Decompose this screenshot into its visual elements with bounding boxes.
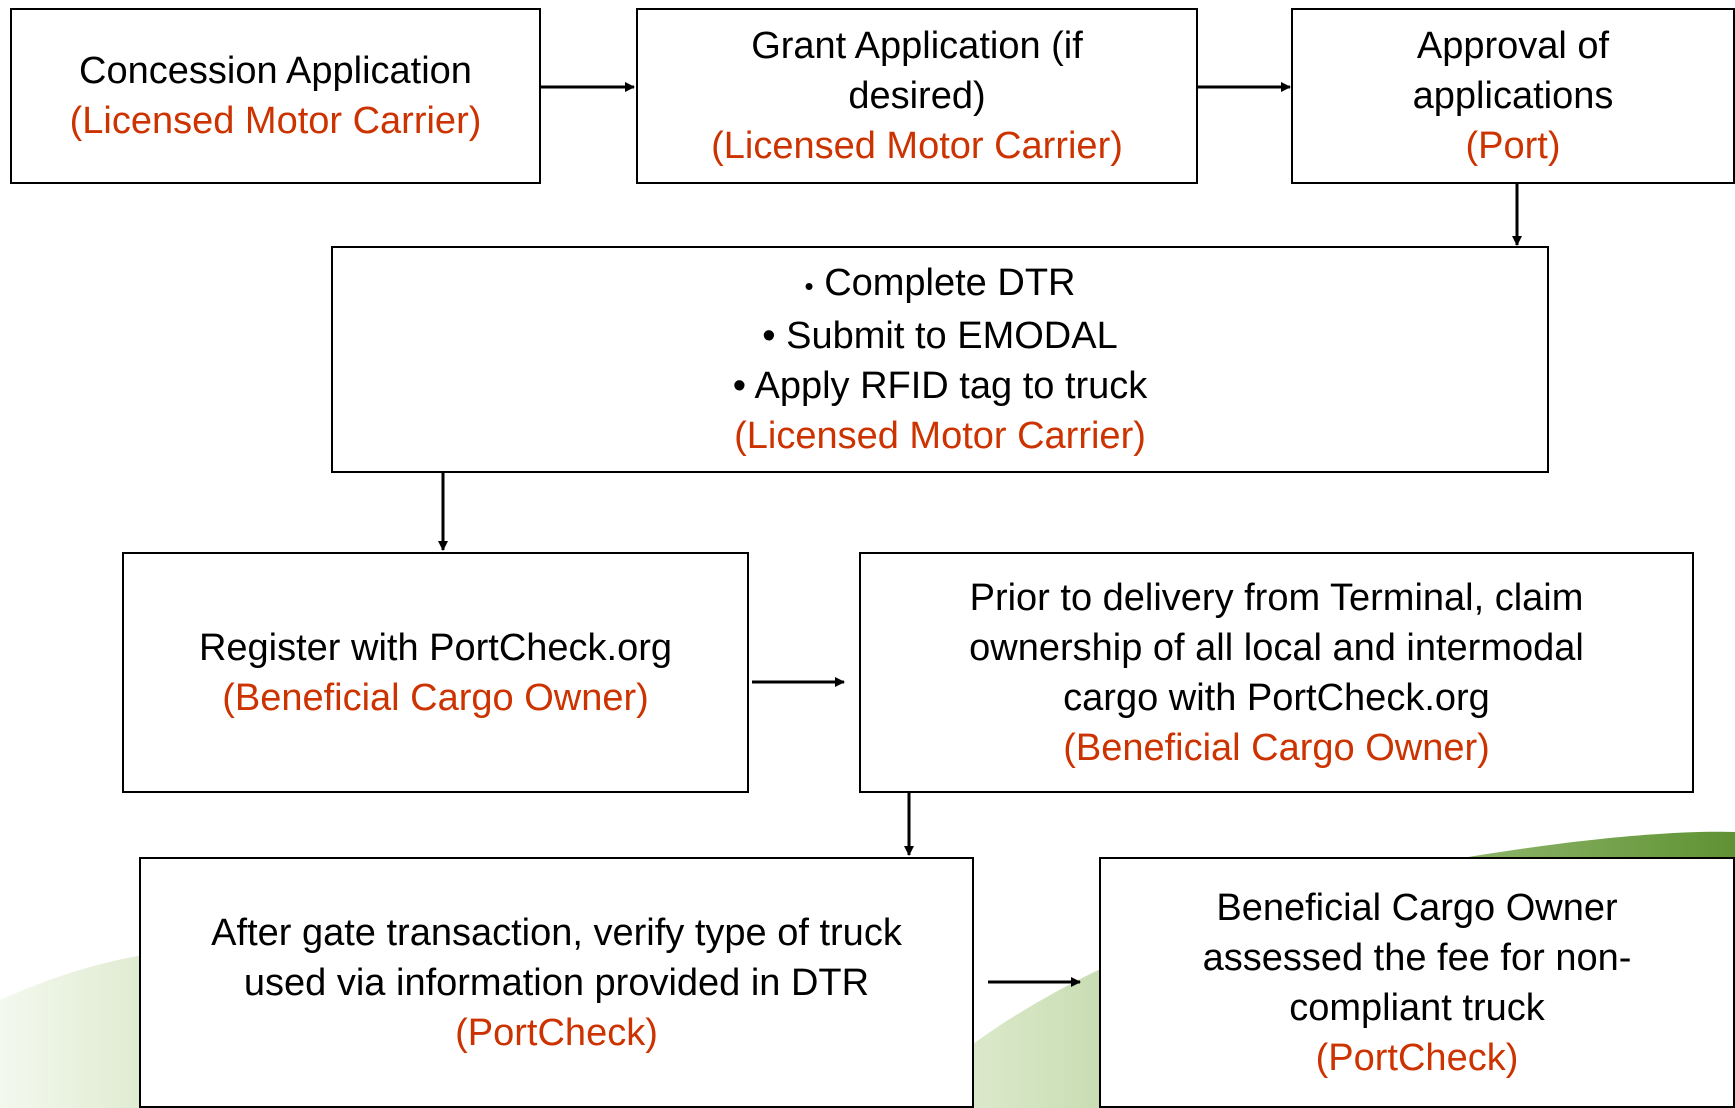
dtr-box: • Complete DTR • Submit to EMODAL • Appl… [331, 246, 1549, 473]
box-text: Prior to delivery from Terminal, claim [969, 576, 1584, 619]
role-label: (PortCheck) [1315, 1036, 1519, 1079]
box-text: Approval of [1416, 25, 1610, 67]
bullet-item: • Submit to EMODAL [762, 311, 1117, 361]
role-label: (Beneficial Cargo Owner) [222, 676, 649, 719]
box-text: applications [1412, 75, 1614, 117]
prior-to-delivery-box: Prior to delivery from Terminal, claim o… [859, 552, 1694, 793]
grant-application-box: Grant Application (if desired) (Licensed… [636, 8, 1198, 184]
bullet-item: • Apply RFID tag to truck [733, 361, 1148, 411]
box-text: Grant Application (if [751, 25, 1083, 67]
box-text: ownership of all local and intermodal [969, 626, 1584, 669]
bullet-icon: • [804, 271, 814, 301]
bullet-text: Complete DTR [824, 262, 1076, 304]
box-text: compliant truck [1289, 986, 1545, 1029]
bullet-text: Submit to EMODAL [786, 315, 1118, 357]
box-text: Register with PortCheck.org [198, 626, 673, 669]
fee-assessed-box: Beneficial Cargo Owner assessed the fee … [1099, 857, 1735, 1108]
bullet-item: • Complete DTR [805, 258, 1076, 311]
box-text: Concession Application [79, 50, 472, 92]
approval-box: Approval of applications (Port) [1291, 8, 1735, 184]
box-text: desired) [848, 75, 986, 117]
bullet-text: Apply RFID tag to truck [754, 365, 1148, 407]
box-text: After gate transaction, verify type of t… [211, 911, 902, 954]
register-box: Register with PortCheck.org (Beneficial … [122, 552, 749, 793]
bullet-icon: • [732, 365, 747, 407]
box-text: assessed the fee for non- [1202, 936, 1632, 979]
role-label: (Port) [1465, 125, 1561, 167]
after-gate-box: After gate transaction, verify type of t… [139, 857, 974, 1108]
concession-application-box: Concession Application (Licensed Motor C… [10, 8, 541, 184]
role-label: (PortCheck) [455, 1011, 658, 1054]
role-label: (Licensed Motor Carrier) [711, 125, 1123, 167]
role-label: (Beneficial Cargo Owner) [1063, 726, 1490, 769]
box-text: Beneficial Cargo Owner [1216, 886, 1618, 929]
box-text: cargo with PortCheck.org [1063, 676, 1490, 719]
box-text: used via information provided in DTR [243, 961, 870, 1004]
role-label: (Licensed Motor Carrier) [734, 415, 1146, 457]
role-label: (Licensed Motor Carrier) [69, 100, 482, 142]
bullet-icon: • [762, 315, 776, 357]
